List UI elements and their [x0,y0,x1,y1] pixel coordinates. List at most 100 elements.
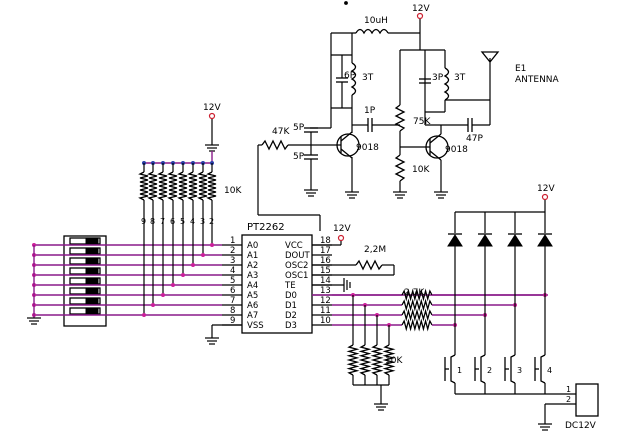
resistor-10k-bias [394,154,406,182]
chip-pin-name: VSS [247,321,264,331]
dip-slot [69,247,101,255]
chip-pin-number: 3 [230,256,235,266]
resistor-47k [261,139,289,151]
dip-lever [85,298,99,304]
resistor-net-label: 10K [224,186,242,196]
inductor-label: 10uH [364,16,388,26]
resistor-2k7 [401,318,433,332]
chip-pin-name: A4 [247,281,258,291]
diode-icon [477,234,493,247]
resistor-10k [157,171,168,201]
pulldown-label: 10K [385,356,403,366]
chip-pin-number: 15 [320,266,331,276]
resistor-10k [197,171,208,201]
dip-slot [69,257,101,265]
dip-slot [69,267,101,275]
resistor-2k7 [401,308,433,322]
resistor-2k7 [401,288,433,302]
chip-pin-number: 11 [320,306,331,316]
supply-left-terminal [208,112,216,120]
chip-pin-name: A0 [247,241,258,251]
resistor-10k [187,171,198,201]
chip-pin-number: 7 [230,296,235,306]
chip-pin-number: 4 [230,266,235,276]
chip-pin-name: D1 [285,301,297,311]
chip-pin-name: D0 [285,291,297,301]
button-label: 4 [547,366,552,375]
resistor-10k-pulldown [370,344,384,376]
chip-pin-number: 8 [230,306,235,316]
dip-lever [85,258,99,264]
antenna-ref: E1 [515,64,526,74]
address-node [151,303,155,307]
dip-lever [85,308,99,314]
chip-pin-name: VCC [285,241,303,251]
resistor-10k-pulldown [346,344,360,376]
connector-pin-2: 2 [566,395,571,404]
dc12v-connector: 1 2 DC12V [538,383,599,431]
button-switch [540,354,546,384]
supply-top-label: 12V [412,4,430,14]
coil-tank1-label: 3T [362,73,374,83]
chip-pin-number: 6 [230,286,235,296]
supply-top-terminal [416,12,424,20]
address-node [201,253,205,257]
address-bus [27,200,222,325]
chip-pin-number: 1 [230,236,235,246]
chip-pin-name: D3 [285,321,297,331]
dip-slot [69,297,101,305]
resistor-10k [177,171,188,201]
dip-slot [69,277,101,285]
coil-tank2 [443,67,450,101]
coil-tank2-label: 3T [454,73,466,83]
chip-pin-number: 13 [320,286,331,296]
diode-icon [447,234,463,247]
chip-pin-name: OSC2 [285,261,308,271]
resistor-2k7 [401,298,433,312]
chip-pin-number: 14 [320,276,331,286]
dip-lever [85,248,99,254]
dip-slot [69,307,101,315]
chip-pin-number: 2 [230,246,235,256]
resistor-2m2-label: 2,2M [364,245,386,255]
button-label: 2 [487,366,492,375]
resistor-array-10k [138,161,217,201]
diode-icon [507,234,523,247]
resistor-10k [167,171,178,201]
inductor-10uh [355,28,389,35]
chip-pin-name: A1 [247,251,258,261]
connector-body [575,383,599,417]
connector-name: DC12V [565,421,597,431]
chip-pin-name: D2 [285,311,297,321]
connector-pin-1: 1 [566,385,571,394]
supply-chip-terminal [337,234,345,242]
cap-tank2-label: 3P [432,73,444,83]
resistor-10k-pulldown [358,344,372,376]
supply-left-label: 12V [203,103,221,113]
chip-name: PT2262 [247,222,285,233]
address-node [142,313,146,317]
chip-pin-name: DOUT [285,251,310,261]
button-switch [480,354,486,384]
chip-pin-number: 5 [230,276,235,286]
chip-pin-name: A3 [247,271,258,281]
dip-slot [69,287,101,295]
chip-pin-number: 12 [320,296,331,306]
address-node [161,293,165,297]
chip-pin-name: A5 [247,291,258,301]
q2-label: 9018 [445,145,468,155]
resistor-75k [394,104,406,132]
chip-body [241,234,313,334]
rf-transmitter: 12V 10uH 6P 3T 3P 3T [257,1,560,231]
cap-5p-b-label: 5P [293,152,305,162]
cap-tank1-label: 6P [344,71,356,81]
address-node [210,243,214,247]
antenna-name: ANTENNA [515,75,560,85]
button-switch [510,354,516,384]
button-label: 3 [517,366,522,375]
resistor-47k-label: 47K [272,127,290,137]
address-node [171,283,175,287]
dip-lever [85,238,99,244]
cap-5p-a-label: 5P [293,123,305,133]
